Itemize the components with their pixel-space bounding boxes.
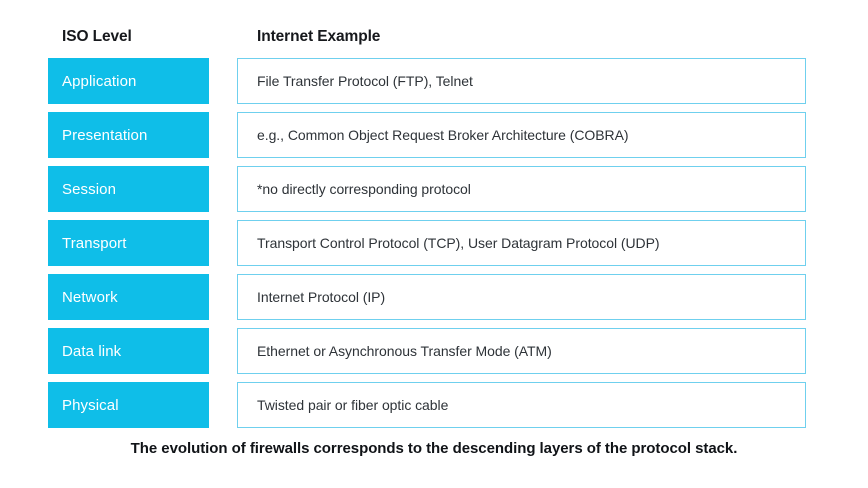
example-cell-data-link: Ethernet or Asynchronous Transfer Mode (… — [237, 328, 806, 374]
figure-caption: The evolution of firewalls corresponds t… — [130, 440, 738, 457]
example-label: Twisted pair or fiber optic cable — [257, 397, 449, 413]
column-header-internet-example: Internet Example — [257, 28, 381, 45]
example-label: Transport Control Protocol (TCP), User D… — [257, 235, 660, 251]
table-row: Network Internet Protocol (IP) — [48, 274, 820, 320]
example-cell-physical: Twisted pair or fiber optic cable — [237, 382, 806, 428]
level-cell-session: Session — [48, 166, 209, 212]
example-cell-application: File Transfer Protocol (FTP), Telnet — [237, 58, 806, 104]
level-cell-physical: Physical — [48, 382, 209, 428]
table-row: Presentation e.g., Common Object Request… — [48, 112, 820, 158]
example-label: File Transfer Protocol (FTP), Telnet — [257, 73, 473, 89]
table-row: Physical Twisted pair or fiber optic cab… — [48, 382, 820, 428]
level-label: Session — [62, 180, 117, 198]
example-label: Internet Protocol (IP) — [257, 289, 386, 305]
level-cell-transport: Transport — [48, 220, 209, 266]
table-row: Transport Transport Control Protocol (TC… — [48, 220, 820, 266]
example-label: *no directly corresponding protocol — [257, 181, 471, 197]
level-label: Data link — [62, 342, 122, 360]
example-cell-session: *no directly corresponding protocol — [237, 166, 806, 212]
level-label: Transport — [62, 234, 127, 252]
table-row: Session *no directly corresponding proto… — [48, 166, 820, 212]
table-row: Data link Ethernet or Asynchronous Trans… — [48, 328, 820, 374]
example-label: e.g., Common Object Request Broker Archi… — [257, 127, 629, 143]
column-header-iso-level: ISO Level — [62, 28, 132, 45]
table-body: Application File Transfer Protocol (FTP)… — [48, 58, 820, 428]
level-cell-application: Application — [48, 58, 209, 104]
level-label: Application — [62, 72, 137, 90]
level-label: Presentation — [62, 126, 148, 144]
level-cell-presentation: Presentation — [48, 112, 209, 158]
example-cell-presentation: e.g., Common Object Request Broker Archi… — [237, 112, 806, 158]
example-cell-network: Internet Protocol (IP) — [237, 274, 806, 320]
example-cell-transport: Transport Control Protocol (TCP), User D… — [237, 220, 806, 266]
table-header-row: ISO Level Internet Example — [48, 28, 820, 52]
example-label: Ethernet or Asynchronous Transfer Mode (… — [257, 343, 552, 359]
level-label: Physical — [62, 396, 119, 414]
table-row: Application File Transfer Protocol (FTP)… — [48, 58, 820, 104]
level-cell-data-link: Data link — [48, 328, 209, 374]
level-cell-network: Network — [48, 274, 209, 320]
level-label: Network — [62, 288, 118, 306]
